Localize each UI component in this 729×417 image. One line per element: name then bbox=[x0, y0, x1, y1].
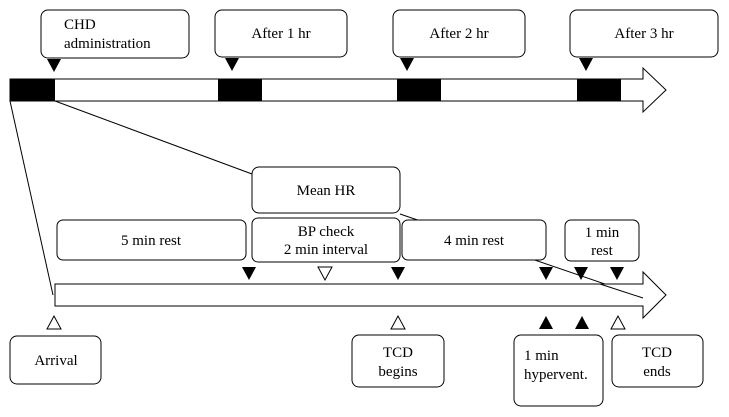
lower-timeline-arrow bbox=[54, 270, 667, 320]
rest-5min-box bbox=[56, 219, 247, 261]
down-marker-filled-1 bbox=[242, 267, 256, 280]
tcd-ends-box bbox=[611, 334, 704, 388]
tcd-begins-label-line2: begins bbox=[378, 364, 417, 380]
after-3hr-marker-down-filled bbox=[579, 58, 593, 71]
rest-1min-label-line2: rest bbox=[591, 243, 613, 259]
tcd-begins-box bbox=[351, 334, 445, 388]
hypervent-label-line1: 1 min bbox=[524, 348, 559, 364]
after-1hr-label: After 1 hr bbox=[251, 26, 310, 42]
after-2hr-label: After 2 hr bbox=[429, 26, 488, 42]
after-1hr-box bbox=[214, 9, 348, 58]
bp-check-label-line2: 2 min interval bbox=[284, 242, 368, 258]
rest-5min-label: 5 min rest bbox=[121, 233, 182, 249]
after-3hr-label: After 3 hr bbox=[614, 26, 673, 42]
after-2hr-marker-down-filled bbox=[400, 58, 414, 71]
mean-hr-label: Mean HR bbox=[297, 183, 356, 199]
tcd-ends-label-line1: TCD bbox=[642, 345, 672, 361]
up-marker-hollow-arrival bbox=[46, 314, 62, 330]
hypervent-box bbox=[513, 334, 604, 407]
rest-4min-label: 4 min rest bbox=[444, 233, 505, 249]
zoom-line-to-mean-hr bbox=[54, 100, 253, 175]
bp-check-box bbox=[251, 217, 401, 263]
tcd-begins-label-line1: TCD bbox=[383, 345, 413, 361]
top-black-block-4 bbox=[577, 79, 621, 101]
tcd-ends-label-line2: ends bbox=[643, 364, 671, 380]
hypervent-label-line2: hypervent. bbox=[524, 367, 588, 383]
zoom-line-left bbox=[9, 100, 54, 296]
top-black-block-1 bbox=[10, 79, 55, 101]
rest-1min-box bbox=[564, 219, 640, 262]
chd-label-line1: CHD bbox=[64, 17, 96, 33]
top-black-block-2 bbox=[218, 79, 262, 101]
after-1hr-marker-down-filled bbox=[225, 58, 239, 71]
bp-check-label-line1: BP check bbox=[298, 224, 355, 240]
chd-marker-down-filled bbox=[47, 59, 61, 72]
top-timeline-arrow bbox=[9, 66, 667, 114]
zoom-line-diagonal-inner bbox=[599, 283, 644, 299]
after-2hr-box bbox=[392, 9, 526, 58]
top-black-block-3 bbox=[397, 79, 441, 101]
down-marker-hollow-bp bbox=[317, 266, 333, 282]
rest-1min-label-line1: 1 min bbox=[585, 225, 620, 241]
up-marker-hollow-tcd-begins bbox=[390, 314, 406, 330]
down-marker-filled-4 bbox=[574, 267, 588, 280]
rest-4min-box bbox=[401, 219, 547, 261]
up-marker-filled-hypervent-1 bbox=[539, 316, 553, 329]
up-marker-hollow-tcd-ends bbox=[610, 314, 626, 330]
after-3hr-box bbox=[569, 9, 719, 58]
up-marker-filled-hypervent-2 bbox=[575, 316, 589, 329]
down-marker-filled-2 bbox=[391, 267, 405, 280]
down-marker-filled-3 bbox=[539, 267, 553, 280]
chd-administration-box bbox=[40, 9, 190, 59]
chd-label-line2: administration bbox=[64, 36, 151, 52]
arrival-label: Arrival bbox=[34, 353, 77, 369]
mean-hr-box bbox=[251, 166, 401, 214]
arrival-box bbox=[9, 335, 102, 385]
down-marker-filled-5 bbox=[610, 267, 624, 280]
